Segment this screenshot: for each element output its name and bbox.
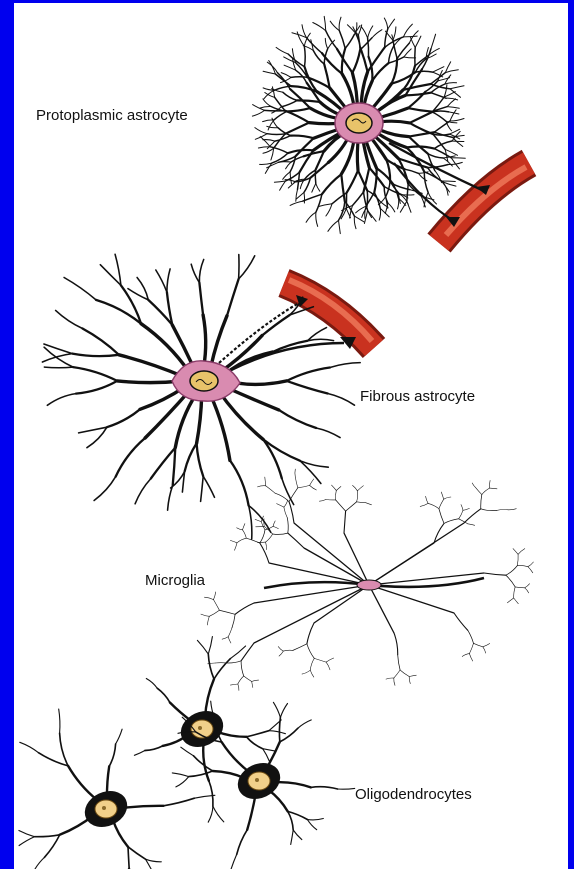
blood-vessel-middle xyxy=(284,280,374,348)
glial-cells-illustration xyxy=(14,3,568,869)
label-oligodendrocytes: Oligodendrocytes xyxy=(355,786,472,803)
microglia-drawing xyxy=(201,469,534,690)
oligodendrocytes-drawing xyxy=(19,637,355,869)
figure-panel: Protoplasmic astrocyte Fibrous astrocyte… xyxy=(14,3,568,869)
label-protoplasmic-astrocyte: Protoplasmic astrocyte xyxy=(36,107,188,124)
protoplasmic-astrocyte-drawing xyxy=(252,16,490,233)
label-microglia: Microglia xyxy=(145,572,205,589)
label-fibrous-astrocyte: Fibrous astrocyte xyxy=(360,388,475,405)
